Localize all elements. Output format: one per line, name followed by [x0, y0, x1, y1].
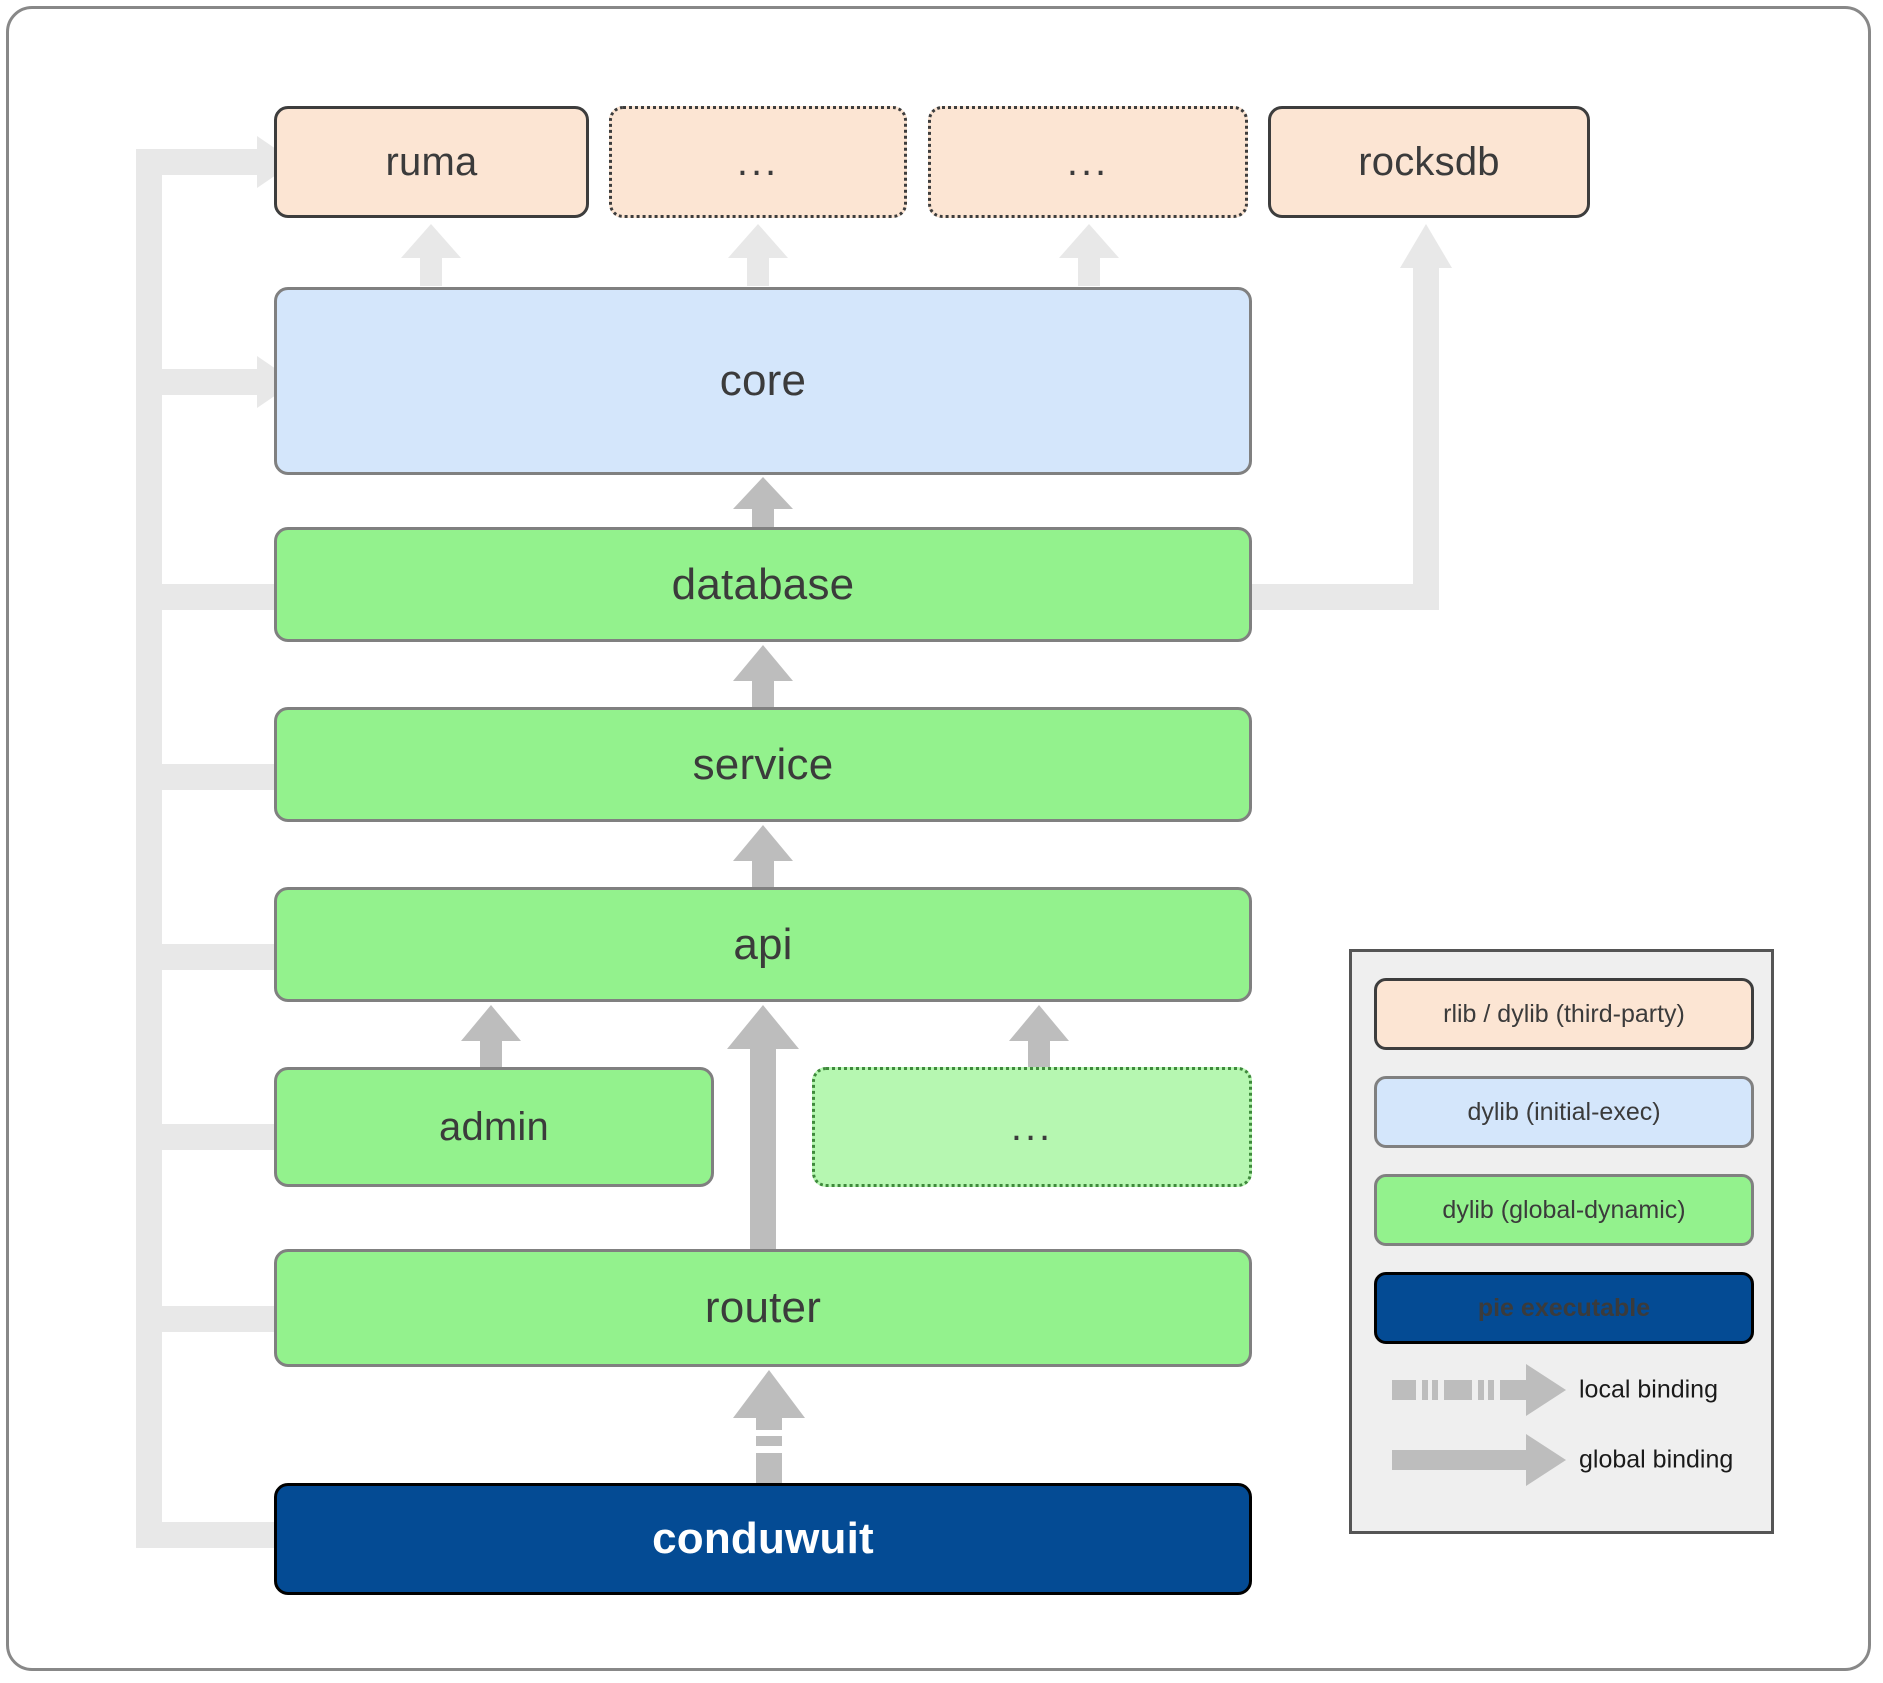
node-service-placeholder-label: ...	[1010, 1104, 1054, 1149]
edge-service-placeholder-to-api-arrowhead	[1009, 1005, 1069, 1041]
legend-panel: rlib / dylib (third-party) dylib (initia…	[1349, 949, 1774, 1534]
node-database[interactable]: database	[274, 527, 1252, 642]
edge-conduwuit-to-router-dash-1	[756, 1418, 782, 1430]
edge-api-to-service	[733, 825, 793, 887]
edge-database-to-core	[733, 477, 793, 527]
legend-row-global-binding: global binding	[1374, 1430, 1754, 1490]
legend-row-local-binding: local binding	[1374, 1360, 1754, 1420]
node-conduwuit-label: conduwuit	[652, 1514, 874, 1563]
legend-local-binding-label: local binding	[1579, 1375, 1718, 1404]
node-core-label: core	[719, 356, 807, 405]
bus-branch-core	[136, 369, 261, 395]
legend-local-dash-7	[1500, 1380, 1526, 1400]
legend-chip-pie-executable: pie executable	[1374, 1272, 1754, 1344]
edge-core-to-placeholder-2	[1059, 224, 1119, 286]
node-third-party-placeholder-1-label: ...	[736, 139, 780, 184]
database-to-rocksdb-vertical	[1413, 265, 1439, 610]
edge-core-to-ruma-arrowhead	[401, 224, 461, 258]
node-ruma[interactable]: ruma	[274, 106, 589, 218]
node-third-party-placeholder-1[interactable]: ...	[609, 106, 907, 218]
legend-chip-global-dynamic-label: dylib (global-dynamic)	[1442, 1195, 1686, 1224]
bus-branch-router	[136, 1306, 281, 1332]
edge-service-placeholder-to-api-shaft	[1028, 1033, 1050, 1067]
edge-core-to-ruma	[401, 224, 461, 286]
node-third-party-placeholder-2[interactable]: ...	[928, 106, 1248, 218]
edge-service-to-database-shaft	[752, 673, 774, 707]
edge-router-to-api	[727, 1005, 799, 1249]
database-to-rocksdb-horizontal	[1249, 584, 1439, 610]
legend-chip-global-dynamic: dylib (global-dynamic)	[1374, 1174, 1754, 1246]
bus-branch-service	[136, 764, 281, 790]
edge-database-to-core-arrowhead	[733, 477, 793, 509]
node-api[interactable]: api	[274, 887, 1252, 1002]
node-rocksdb-label: rocksdb	[1358, 139, 1500, 184]
bus-branch-database	[136, 584, 281, 610]
edge-api-to-service-shaft	[752, 853, 774, 887]
legend-local-dash-3	[1432, 1380, 1438, 1400]
edge-conduwuit-to-router-dash-3	[756, 1453, 782, 1483]
edge-core-to-placeholder-1	[728, 224, 788, 286]
edge-service-to-database-arrowhead	[733, 645, 793, 681]
edge-core-to-placeholder-1-arrowhead	[728, 224, 788, 258]
edge-admin-to-api	[461, 1005, 521, 1067]
node-admin-label: admin	[439, 1104, 549, 1149]
legend-chip-initial-exec-label: dylib (initial-exec)	[1467, 1097, 1661, 1126]
edge-service-placeholder-to-api	[1009, 1005, 1069, 1067]
node-service-placeholder[interactable]: ...	[812, 1067, 1252, 1187]
legend-global-binding-arrowhead	[1526, 1434, 1566, 1486]
legend-global-binding-label: global binding	[1579, 1445, 1734, 1474]
node-service[interactable]: service	[274, 707, 1252, 822]
node-database-label: database	[671, 559, 855, 609]
edge-conduwuit-to-router-arrowhead	[733, 1370, 805, 1418]
node-api-label: api	[733, 919, 793, 969]
edge-admin-to-api-shaft	[480, 1033, 502, 1067]
legend-chip-initial-exec: dylib (initial-exec)	[1374, 1076, 1754, 1148]
diagram-frame: ruma ... ... rocksdb core	[6, 6, 1871, 1671]
node-rocksdb[interactable]: rocksdb	[1268, 106, 1590, 218]
edge-api-to-service-arrowhead	[733, 825, 793, 861]
bus-branch-api	[136, 944, 281, 970]
node-ruma-label: ruma	[385, 139, 478, 184]
edge-router-to-api-arrowhead	[727, 1005, 799, 1049]
node-router[interactable]: router	[274, 1249, 1252, 1367]
database-to-rocksdb-arrowhead	[1400, 224, 1452, 268]
node-conduwuit[interactable]: conduwuit	[274, 1483, 1252, 1595]
edge-router-to-api-shaft	[750, 1044, 776, 1249]
node-router-label: router	[704, 1283, 822, 1332]
node-core[interactable]: core	[274, 287, 1252, 475]
legend-chip-pie-executable-label: pie executable	[1477, 1293, 1651, 1322]
node-service-label: service	[692, 739, 834, 789]
node-admin[interactable]: admin	[274, 1067, 714, 1187]
bus-branch-admin	[136, 1124, 281, 1150]
legend-local-binding-arrowhead	[1526, 1364, 1566, 1416]
edge-core-to-placeholder-2-arrowhead	[1059, 224, 1119, 258]
legend-local-dash-5	[1478, 1380, 1484, 1400]
left-bus-bottom-elbow	[136, 1522, 274, 1548]
legend-global-binding-shaft	[1392, 1450, 1526, 1470]
edge-service-to-database	[733, 645, 793, 707]
legend-local-dash-1	[1392, 1380, 1416, 1400]
edge-conduwuit-to-router	[733, 1370, 805, 1483]
edge-conduwuit-to-router-dash-2	[756, 1436, 782, 1446]
legend-chip-rlib: rlib / dylib (third-party)	[1374, 978, 1754, 1050]
node-third-party-placeholder-2-label: ...	[1066, 139, 1110, 184]
legend-local-dash-6	[1488, 1380, 1494, 1400]
legend-chip-rlib-label: rlib / dylib (third-party)	[1443, 999, 1685, 1028]
legend-local-dash-2	[1422, 1380, 1428, 1400]
legend-local-dash-4	[1444, 1380, 1472, 1400]
edge-admin-to-api-arrowhead	[461, 1005, 521, 1041]
left-bus-spine	[136, 149, 162, 1548]
bus-branch-ruma	[136, 149, 261, 175]
